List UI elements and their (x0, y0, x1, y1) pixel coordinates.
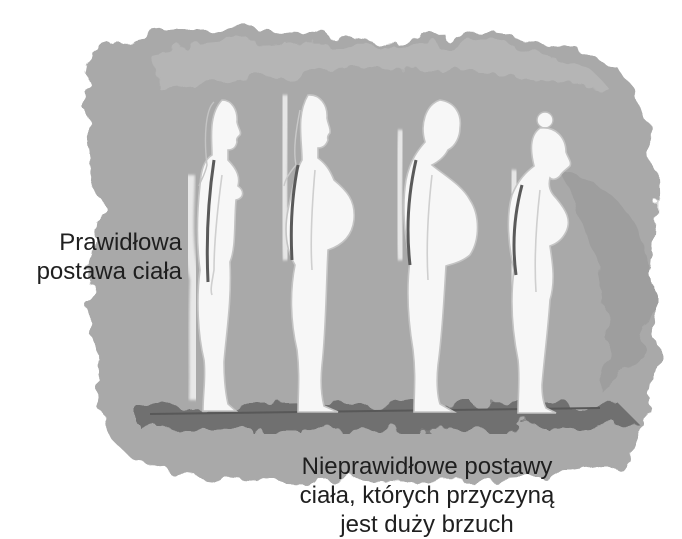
caption-incorrect-postures: Nieprawidłowe postawy ciała, których prz… (262, 452, 592, 539)
caption-correct-posture: Prawidłowa postawa ciała (4, 228, 182, 286)
caption-incorrect-line-2: ciała, których przyczyną (262, 481, 592, 510)
caption-incorrect-line-1: Nieprawidłowe postawy (262, 452, 592, 481)
caption-correct-line-1: Prawidłowa (4, 228, 182, 257)
caption-correct-line-2: postawa ciała (4, 257, 182, 286)
